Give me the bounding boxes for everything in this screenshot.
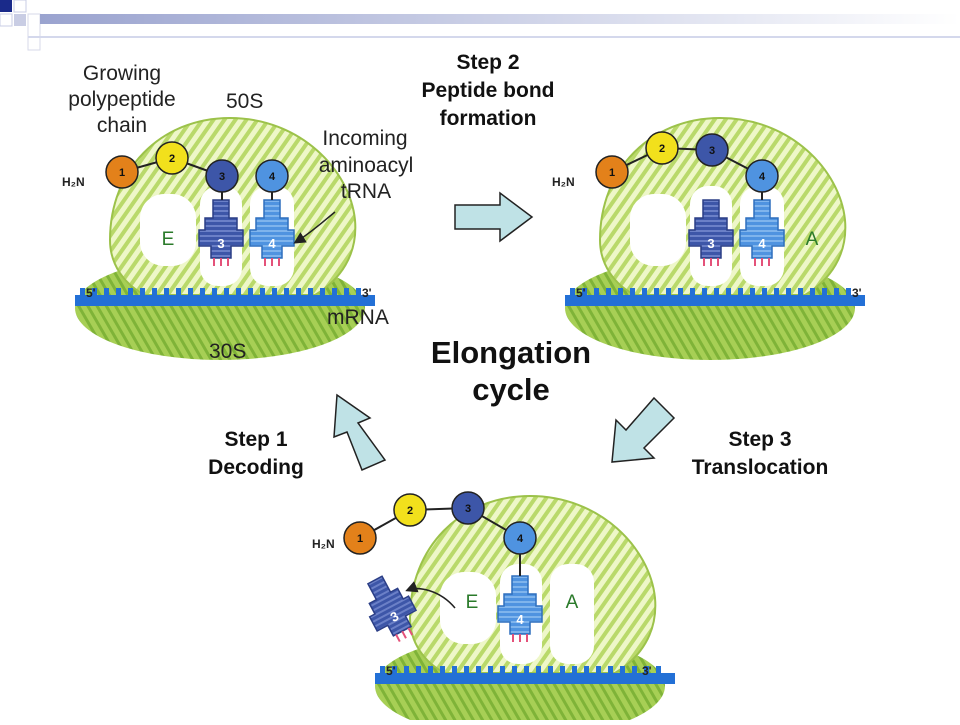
aa-number: 4 bbox=[759, 171, 766, 183]
amino-acid-4 bbox=[255, 159, 289, 193]
arrow-step1-icon bbox=[333, 393, 387, 471]
svg-text:Growing: Growing bbox=[83, 62, 161, 85]
growing-chain-label: Growing polypeptide chain bbox=[68, 62, 175, 137]
aa-number: 3 bbox=[709, 145, 715, 157]
five-prime-label: 5' bbox=[386, 664, 396, 678]
h2n-label: H₂N bbox=[312, 537, 335, 551]
step2-label: Step 2 Peptide bond formation bbox=[422, 51, 555, 130]
ribosome-peptide-bond-state: 3 4 1 2 3 4 H₂N 5' 3' A bbox=[552, 117, 866, 361]
aa-number: 2 bbox=[169, 153, 175, 165]
amino-acid-1 bbox=[595, 155, 629, 189]
elongation-cycle-title: Elongation cycle bbox=[431, 335, 591, 407]
trna-number: 4 bbox=[758, 236, 766, 251]
arrow-step2-icon bbox=[454, 191, 534, 243]
site-e-label: E bbox=[466, 592, 479, 613]
50s-label: 50S bbox=[226, 90, 263, 113]
svg-text:aminoacyl: aminoacyl bbox=[319, 154, 414, 177]
svg-text:Decoding: Decoding bbox=[208, 456, 304, 479]
svg-text:polypeptide: polypeptide bbox=[68, 88, 175, 111]
three-prime-label: 3' bbox=[362, 286, 372, 300]
amino-acid-1 bbox=[105, 155, 139, 189]
trna-number: 3 bbox=[217, 236, 224, 251]
aa-number: 3 bbox=[219, 171, 225, 183]
site-a-label: A bbox=[566, 592, 579, 613]
trna-number: 4 bbox=[516, 612, 524, 627]
aa-number: 2 bbox=[659, 143, 665, 155]
30s-label: 30S bbox=[209, 340, 246, 363]
step1-label: Step 1 Decoding bbox=[208, 428, 304, 479]
svg-text:formation: formation bbox=[440, 107, 537, 130]
five-prime-label: 5' bbox=[86, 286, 96, 300]
trna-number: 4 bbox=[268, 236, 276, 251]
amino-acid-2 bbox=[155, 141, 189, 175]
aa-number: 1 bbox=[119, 167, 125, 179]
aa-number: 1 bbox=[609, 167, 615, 179]
amino-acid-4 bbox=[503, 521, 537, 555]
incoming-trna-pointer bbox=[293, 211, 336, 244]
svg-text:Step 3: Step 3 bbox=[728, 428, 791, 451]
site-e-label: E bbox=[162, 229, 175, 250]
amino-acid-2 bbox=[393, 493, 427, 527]
aa-number: 3 bbox=[465, 503, 471, 515]
three-prime-label: 3' bbox=[852, 286, 862, 300]
mrna-label: mRNA bbox=[327, 306, 389, 329]
aa-number: 4 bbox=[269, 171, 276, 183]
amino-acid-2 bbox=[645, 131, 679, 165]
aa-number: 4 bbox=[517, 533, 524, 545]
svg-text:chain: chain bbox=[97, 114, 147, 137]
three-prime-label: 3' bbox=[642, 664, 652, 678]
svg-text:Elongation: Elongation bbox=[431, 335, 591, 370]
aa-number: 2 bbox=[407, 505, 413, 517]
svg-text:Step 2: Step 2 bbox=[456, 51, 519, 74]
svg-text:Translocation: Translocation bbox=[692, 456, 829, 479]
amino-acid-3 bbox=[695, 133, 729, 167]
amino-acid-1 bbox=[343, 521, 377, 555]
svg-text:Peptide bond: Peptide bond bbox=[422, 79, 555, 102]
h2n-label: H₂N bbox=[62, 175, 85, 189]
svg-text:cycle: cycle bbox=[472, 372, 550, 407]
amino-acid-4 bbox=[745, 159, 779, 193]
ribosome-translocation-state: 4 3 1 2 3 4 H₂N 5' 3' E A bbox=[312, 491, 676, 725]
amino-acid-3 bbox=[451, 491, 485, 525]
arrow-step3-icon bbox=[611, 396, 676, 463]
incoming-aminoacyl-trna-label: Incoming aminoacyl tRNA bbox=[319, 127, 414, 203]
h2n-label: H₂N bbox=[552, 175, 575, 189]
svg-text:tRNA: tRNA bbox=[341, 180, 391, 203]
site-a-label: A bbox=[806, 229, 819, 250]
five-prime-label: 5' bbox=[576, 286, 586, 300]
step3-label: Step 3 Translocation bbox=[692, 428, 829, 479]
ribosome-decoding-state: 3 4 1 2 3 4 H₂N 5' 3' E bbox=[62, 117, 376, 361]
svg-text:Incoming: Incoming bbox=[322, 127, 407, 150]
amino-acid-3 bbox=[205, 159, 239, 193]
slide-corner-decoration bbox=[0, 0, 960, 51]
trna-number: 3 bbox=[707, 236, 714, 251]
svg-text:Step 1: Step 1 bbox=[224, 428, 287, 451]
aa-number: 1 bbox=[357, 533, 363, 545]
